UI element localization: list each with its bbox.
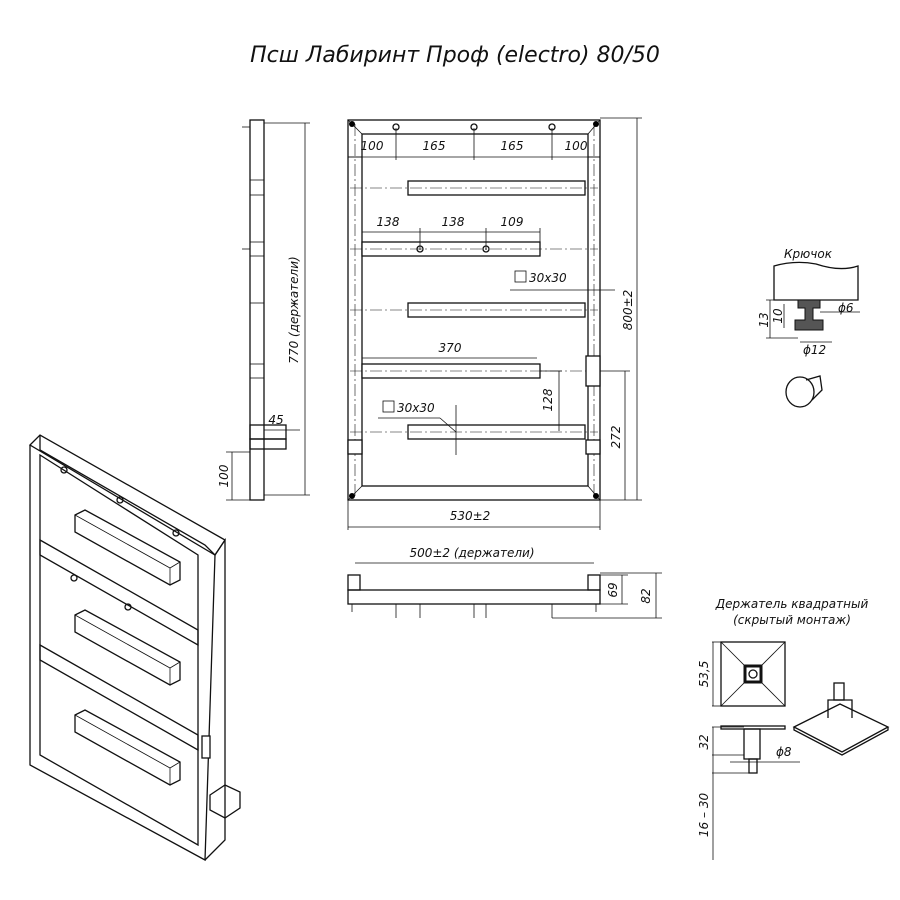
dim-holder-size: 53,5	[697, 661, 711, 688]
mounting-holes	[349, 121, 599, 499]
dim-depth: 45	[268, 413, 283, 427]
dim-profile-lower: 30x30	[397, 401, 435, 415]
dim-depth-total: 82	[639, 588, 653, 603]
dim-bar-3: 109	[501, 215, 524, 229]
bottom-view: 500±2 (держатели) 69 82	[347, 546, 662, 619]
dim-top-3: 165	[501, 139, 524, 153]
dim-wall-depth: 16 – 30	[697, 793, 711, 838]
dim-hook-head-diameter: ϕ12	[803, 343, 826, 357]
dim-bar-2: 138	[442, 215, 465, 229]
dim-top-2: 165	[423, 139, 446, 153]
dim-bar-1: 138	[377, 215, 400, 229]
dim-holder-distance: 770 (держатели)	[287, 256, 301, 363]
front-view: 100 165 165 100 138 138 109 30x30 370 30…	[347, 117, 642, 530]
dim-profile-upper: 30x30	[529, 271, 567, 285]
side-view: 770 (держатели) 45 100	[217, 119, 310, 501]
dim-height: 800±2	[621, 290, 635, 331]
dim-connection-height: 272	[609, 426, 623, 449]
holder-detail: Держатель квадратный (скрытый монтаж) 53…	[697, 597, 890, 860]
dim-top-1: 100	[361, 139, 384, 153]
holder-title: Держатель квадратный	[715, 597, 869, 611]
hook-title: Крючок	[784, 247, 833, 261]
isometric-view	[28, 434, 241, 862]
drawing-title: Псш Лабиринт Проф (electro) 80/50	[250, 43, 660, 68]
bracket-right	[585, 439, 601, 455]
dim-top-4: 100	[565, 139, 588, 153]
holder-subtitle: (скрытый монтаж)	[733, 613, 851, 627]
dim-depth-small: 69	[606, 582, 620, 597]
dim-bar-gap: 128	[541, 388, 555, 411]
dim-holder-distance-bottom: 500±2 (держатели)	[409, 546, 534, 560]
dim-holder-diameter: ϕ8	[776, 745, 792, 759]
hook-detail: Крючок 13 10 ϕ6 ϕ12	[757, 247, 860, 408]
dim-bar-length: 370	[439, 341, 462, 355]
dim-hook-total: 13	[757, 312, 771, 327]
dim-hook-stem: 10	[771, 308, 785, 324]
dim-width: 530±2	[450, 509, 491, 523]
electric-connector	[585, 355, 601, 387]
dim-hook-stem-diameter: ϕ6	[838, 301, 854, 315]
bracket-left	[347, 439, 363, 455]
dim-bottom-offset: 100	[217, 464, 231, 487]
dim-holder-height: 32	[697, 734, 711, 749]
